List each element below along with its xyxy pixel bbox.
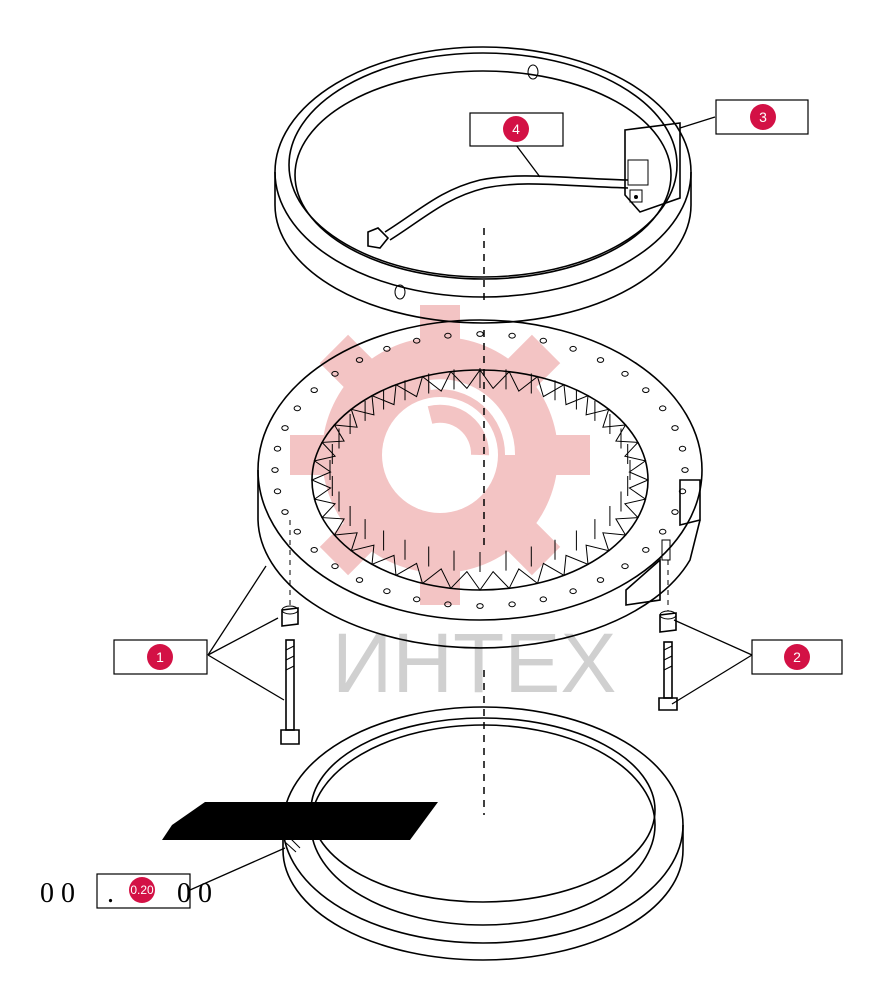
- bolt-hole: [331, 370, 339, 377]
- bolt-hole: [569, 588, 577, 595]
- bolt-hole: [271, 467, 279, 473]
- callout-dot-icon: [784, 644, 810, 670]
- tooth-profile: [310, 369, 649, 591]
- bolt-hole: [539, 596, 547, 603]
- bolt-hole: [281, 509, 289, 515]
- bolt-hole: [671, 425, 679, 431]
- bolt-hole: [642, 547, 650, 553]
- callout-label: 2: [793, 649, 801, 665]
- bolt-hole: [508, 332, 516, 339]
- bolt-hole: [678, 445, 687, 452]
- callout-label: 0.20: [130, 883, 154, 897]
- watermark-text: ИНТЕХ: [332, 616, 616, 710]
- bolt-hole: [310, 547, 318, 553]
- callout-dot-icon: [129, 877, 155, 903]
- bolt-hole: [293, 405, 301, 412]
- bolt-hole: [476, 331, 484, 337]
- stray-zeros-left: 0 0: [40, 878, 75, 909]
- bolt-hole: [569, 345, 577, 352]
- bolt-hole: [281, 425, 289, 431]
- callout-label: 4: [512, 121, 520, 137]
- callout-4: 4: [469, 112, 564, 147]
- slewing-ring: [257, 319, 703, 649]
- bolt-hole: [444, 332, 452, 339]
- callout-1: 1: [113, 639, 208, 675]
- bolt-hole: [310, 387, 318, 394]
- bolt-hole: [681, 467, 689, 473]
- bolt-hole: [642, 387, 650, 394]
- bolt-hole: [273, 445, 282, 452]
- bolt-hole: [596, 357, 605, 363]
- gear-watermark-icon: [290, 305, 590, 605]
- bolt-hole: [413, 596, 421, 603]
- left-bolt-nut: [280, 520, 300, 745]
- stray-zeros-right: 0 0: [177, 878, 212, 909]
- bolt-hole: [444, 601, 452, 608]
- bolt-hole: [355, 357, 364, 363]
- callout-dot-icon: [750, 104, 776, 130]
- bolt-hole: [671, 509, 679, 515]
- bolt-holes: [271, 331, 689, 609]
- bolt-hole: [539, 337, 547, 344]
- bolt-hole: [331, 563, 339, 570]
- right-bolt-nut: [658, 560, 678, 711]
- bolt-hole: [621, 563, 629, 570]
- bolt-hole: [621, 370, 629, 377]
- grease-block: [624, 122, 681, 213]
- callout-2: 2: [751, 639, 843, 675]
- bolt-hole: [596, 577, 605, 583]
- bolt-hole: [476, 603, 484, 609]
- watermark: ИНТЕХ: [290, 305, 616, 710]
- black-stripe: [162, 802, 438, 840]
- leader-lines: [189, 116, 753, 891]
- bolt-hole: [355, 577, 364, 583]
- callout-3: 3: [715, 99, 809, 135]
- bolt-hole: [659, 405, 667, 412]
- bolt-hole: [413, 337, 421, 344]
- bolt-hole: [383, 588, 391, 595]
- bolt-hole: [659, 528, 667, 535]
- callout-label: 1: [156, 649, 164, 665]
- bolt-hole: [508, 601, 516, 608]
- inner-teeth: [310, 368, 649, 591]
- callout-dot-icon: [503, 116, 529, 142]
- grease-line: [367, 175, 629, 249]
- callout-seal: 0 0 . 0.20 0 0: [40, 873, 212, 909]
- bolt-hole: [293, 528, 301, 535]
- stray-dot: .: [107, 878, 114, 909]
- bolt-hole: [383, 345, 391, 352]
- callout-dot-icon: [147, 644, 173, 670]
- top-ring: [274, 46, 692, 324]
- bolt-hole: [273, 488, 282, 495]
- callout-label: 3: [759, 109, 767, 125]
